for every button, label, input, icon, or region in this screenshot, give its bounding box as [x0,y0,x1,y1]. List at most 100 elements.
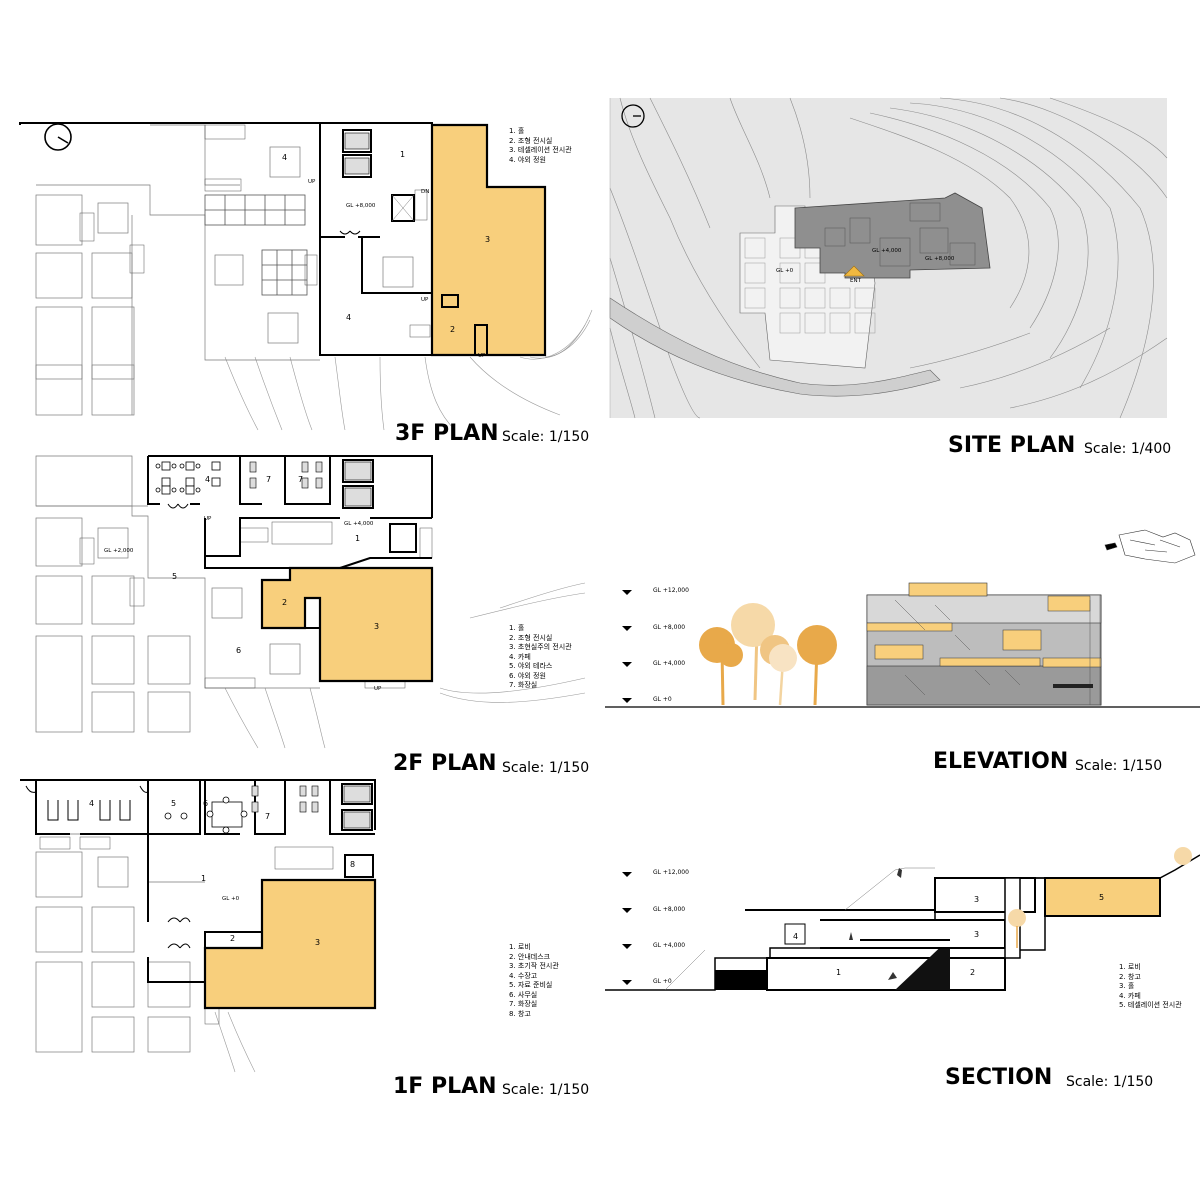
plan-1f-scale: Scale: 1/150 [502,1082,590,1098]
site-contours [609,97,1168,419]
plan-1f-drawing [20,779,377,1073]
plan-3f-drawing [19,122,593,431]
section-room-4-label: 4 [793,932,799,941]
plan-2f-legend-item: 7. 화장실 [509,681,538,689]
section-tree-1 [1008,909,1026,927]
plan-3f-base-outline [35,124,414,416]
plan-1f-legend-item: 5. 자료 준비실 [509,981,553,989]
plan-1f-room-1: 1 [201,874,207,883]
section-room-2-label: 2 [970,968,976,977]
plan-2f: 4 7 7 1 5 2 3 6 GL +4,000 GL +2,000 UP U… [0,448,590,783]
section-tree-2 [1174,847,1192,865]
plan-3f-room-1: 1 [400,150,406,159]
plan-2f-legend: 1. 홀 2. 조형 전시실 3. 초현실주의 전시관 4. 카페 5. 야외 … [509,624,572,691]
plan-2f-room-2: 2 [282,598,288,607]
plan-2f-walls [147,455,433,629]
section-level-0: GL +0 [653,978,672,985]
plan-2f-room-5: 5 [172,572,178,581]
section-room-3a-label: 3 [974,895,980,904]
plan-2f-contours [224,582,586,749]
plan-2f-legend-item: 2. 조형 전시실 [509,633,553,642]
plan-3f-up-1: UP [308,179,316,185]
plan-3f-scale: Scale: 1/150 [502,429,590,445]
plan-3f: 4 1 3 2 4 GL +8,000 UP UP UP DN 1. 홀 2. … [0,95,593,455]
section-level-8000: GL +8,000 [653,906,686,913]
plan-3f-stairs [79,124,431,338]
site-plan-scale: Scale: 1/400 [1084,441,1172,457]
plan-3f-up-3: UP [478,353,486,359]
section-room-5-label: 5 [1099,893,1105,902]
elevation-sign [1053,684,1093,688]
elevation-roof-volume [908,582,988,597]
plan-2f-cafe-tables [155,461,221,495]
site-road [609,297,941,397]
plan-3f-skylights [204,194,308,296]
plan-3f-legend-item: 3. 테셀레이션 전시관 [509,146,572,154]
plan-2f-room-7b: 7 [298,475,304,484]
plan-2f-up-2: UP [374,686,382,692]
plan-1f-room-3: 3 [315,938,321,947]
plan-3f-legend-item: 2. 조형 전시실 [509,136,553,145]
plan-2f-level-a: GL +4,000 [344,521,374,527]
plan-2f-door [167,503,189,509]
plan-3f-room-3: 3 [485,235,491,244]
plan-3f-toilet-b [344,157,370,175]
plan-1f-title: 1F PLAN [393,1074,497,1099]
section-level-4000: GL +4,000 [653,942,686,949]
plan-1f-legend-item: 6. 사무실 [509,990,538,999]
plan-2f-legend-item: 4. 카페 [509,652,531,661]
elevation-trees [699,603,837,706]
elevation-level-markers [622,590,632,703]
elevation-level-4000: GL +4,000 [653,660,686,667]
plan-1f-walls [20,779,376,983]
plan-1f-legend-item: 7. 화장실 [509,1000,538,1008]
plan-1f-contours [214,1011,256,1073]
plan-2f-room-3: 3 [374,622,380,631]
plan-1f-base-outline [35,833,205,1053]
plan-3f-level-label: GL +8,000 [346,203,376,209]
section-figures [849,868,902,980]
plan-1f-room-5: 5 [171,799,177,808]
plan-1f-toilets [251,785,371,829]
section-scale: Scale: 1/150 [1066,1074,1154,1090]
section-stair-dark [895,938,950,990]
plan-1f-level: GL +0 [222,896,240,902]
plan-3f-room-2: 2 [450,325,456,334]
site-label-gl4000: GL +4,000 [872,248,902,254]
elevation: GL +12,000 GL +8,000 GL +4,000 GL +0 ELE… [605,520,1200,780]
plan-3f-elevator-x [391,194,415,222]
site-plan-drawing [609,97,1168,419]
plan-2f-title: 2F PLAN [393,751,497,776]
site-compass [621,104,645,128]
plan-1f-room-7: 7 [265,812,271,821]
plan-3f-legend: 1. 홀 2. 조형 전시실 3. 테셀레이션 전시관 4. 야외 정원 [509,127,572,165]
site-label-ent: ENT [850,278,861,284]
plan-1f-room-6: 6 [203,799,209,808]
plan-1f-entry-doors [25,785,191,949]
elevation-level-0: GL +0 [653,696,672,703]
plan-1f-legend-item: 3. 초기작 전시관 [509,962,559,970]
plan-1f-legend-item: 4. 수장고 [509,971,538,980]
section: GL +12,000 GL +8,000 GL +4,000 GL +0 1 2… [605,840,1200,1100]
site-building-details [824,202,976,267]
plan-2f-room-1: 1 [355,534,361,543]
site-building [794,192,991,279]
plan-2f-legend-item: 5. 야외 테라스 [509,662,553,670]
plan-1f-office-desk [164,796,248,834]
plan-1f-storage-bays [47,800,131,821]
site-label-gl8000: GL +8,000 [925,256,955,262]
plan-2f-level-b: GL +2,000 [104,548,134,554]
section-title: SECTION [945,1065,1053,1090]
plan-1f-room-4: 4 [89,799,95,808]
section-slab-black [715,970,767,990]
plan-2f-exhibition-hall [260,566,434,683]
section-legend-item: 3. 홀 [1119,982,1135,990]
elevation-yellow-panels [866,595,1102,668]
plan-2f-room-4: 4 [205,475,211,484]
site-entrance-arrow [843,265,865,277]
plan-3f-door [339,230,361,235]
plan-1f: 4 5 6 7 8 1 2 3 GL +0 1. 로비 2. 안내데스크 3. … [0,772,590,1102]
plan-3f-toilet-a [344,132,370,150]
plan-1f-legend-item: 1. 로비 [509,943,531,951]
section-level-12000: GL +12,000 [653,869,689,876]
